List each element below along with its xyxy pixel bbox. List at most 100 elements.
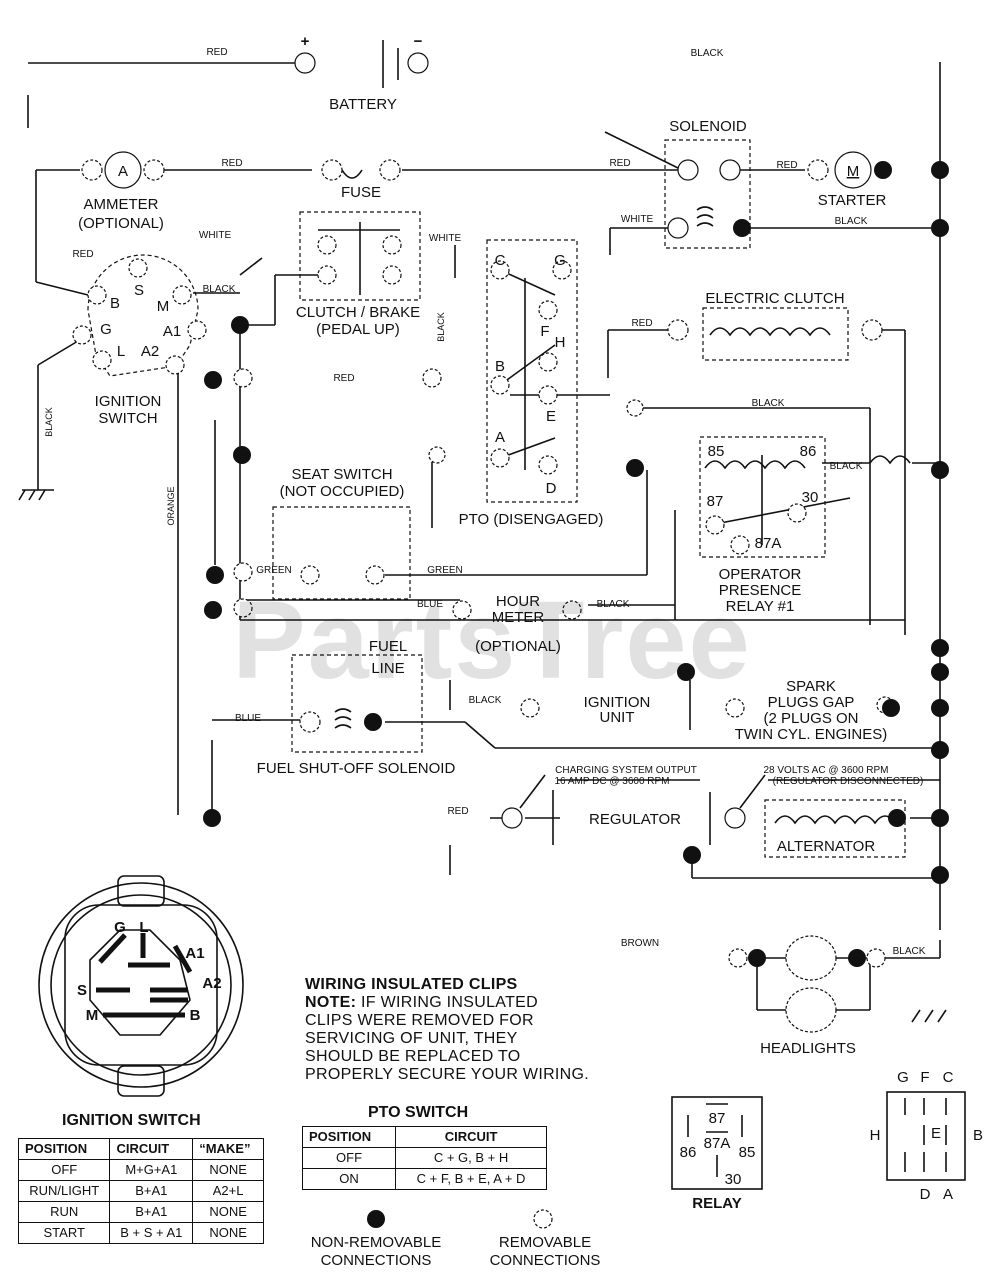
battery-label: BATTERY: [329, 96, 397, 113]
face-letter-b: B: [190, 1007, 201, 1024]
ign-terminal-b: B: [110, 295, 120, 312]
operator-relay-label-1: OPERATOR: [719, 566, 802, 583]
charging-output-label-2: 16 AMP DC @ 3600 RPM: [554, 776, 669, 787]
wiring-note: WIRING INSULATED CLIPS NOTE: IF WIRING I…: [305, 976, 635, 1084]
table-row: RUN/LIGHT B+A1 A2+L: [17, 1180, 264, 1202]
table-row: OFF M+G+A1 NONE: [17, 1159, 264, 1181]
clutch-brake-label: CLUTCH / BRAKE: [296, 304, 420, 321]
wire-label-black: BLACK: [893, 946, 926, 957]
component-outlines: [272, 139, 906, 858]
ignition-switch-label-1: IGNITION: [95, 393, 162, 410]
spark-plugs-label-2: PLUGS GAP: [768, 694, 855, 711]
face-letter-a1: A1: [185, 945, 204, 962]
wire-color-labels: RED BLACK RED RED RED WHITE BLACK WHITE …: [44, 47, 926, 957]
pto-terminal-e: E: [546, 408, 556, 425]
wire-label-red: RED: [631, 318, 652, 329]
wire-label-red: RED: [333, 373, 354, 384]
note-line: SHOULD BE REPLACED TO: [305, 1048, 521, 1065]
pto-cell: OFF: [301, 1147, 397, 1169]
ign-terminal-l: L: [117, 343, 125, 360]
table-row: ON C + F, B + E, A + D: [301, 1168, 547, 1190]
ignition-switch-face: [38, 875, 244, 1097]
headlights-label: HEADLIGHTS: [760, 1040, 856, 1057]
face-letter-g: G: [114, 919, 126, 936]
relay-icon-labels: 87 86 87A 85 30 RELAY: [680, 1110, 756, 1212]
table-row: START B + S + A1 NONE: [17, 1222, 264, 1244]
electric-clutch-label: ELECTRIC CLUTCH: [705, 290, 844, 307]
fuel-solenoid-label: FUEL SHUT-OFF SOLENOID: [257, 760, 456, 777]
wire-label-black: BLACK: [830, 461, 863, 472]
wire-label-black: BLACK: [835, 216, 868, 227]
component-labels: BATTERY AMMETER (OPTIONAL) FUSE SOLENOID…: [78, 96, 923, 1057]
wire-label-black: BLACK: [752, 398, 785, 409]
ign-col-make: “MAKE”: [192, 1138, 264, 1160]
relay-icon: [671, 1096, 763, 1190]
wire-label-brown: BROWN: [621, 938, 659, 949]
wire-label-green: GREEN: [256, 565, 292, 576]
wire-label-black: BLACK: [597, 599, 630, 610]
ammeter-symbol: A: [118, 163, 128, 180]
relay-pin-87a: 87A: [704, 1135, 731, 1152]
pto-cell: C + F, B + E, A + D: [395, 1168, 547, 1190]
table-row: RUN B+A1 NONE: [17, 1201, 264, 1223]
ignition-switch: [72, 254, 207, 377]
pto-table-title: PTO SWITCH: [368, 1104, 469, 1121]
regulator-label: REGULATOR: [589, 811, 681, 828]
pto-terminal-a: A: [495, 429, 505, 446]
wire-label-white: WHITE: [429, 233, 462, 244]
relay-terminal-85: 85: [708, 443, 725, 460]
starter-label: STARTER: [818, 192, 887, 209]
face-letter-s: S: [77, 982, 87, 999]
pto-icon-labels: G F C H E B D A: [870, 1069, 983, 1203]
pto-switch-contacts: [499, 269, 851, 526]
relay-terminal-30: 30: [802, 489, 819, 506]
ign-cell: RUN/LIGHT: [17, 1180, 111, 1202]
removable-label-2: CONNECTIONS: [490, 1252, 601, 1269]
wire-label-red: RED: [447, 806, 468, 817]
wire-label-black-vertical: BLACK: [436, 312, 446, 342]
fuel-line-label-2: LINE: [371, 660, 404, 677]
ignition-unit-label-2: UNIT: [600, 709, 635, 726]
relay-pin-86: 86: [680, 1144, 697, 1161]
watermark: PartsTree: [232, 579, 751, 702]
note-title: WIRING INSULATED CLIPS: [305, 976, 518, 993]
ign-col-circuit: CIRCUIT: [109, 1138, 194, 1160]
ammeter-label: AMMETER: [84, 196, 159, 213]
fuel-line-label-1: FUEL: [369, 638, 407, 655]
ign-cell: NONE: [192, 1159, 264, 1181]
wire-label-black: BLACK: [469, 695, 502, 706]
pto-switch-icon: [886, 1091, 966, 1181]
pto-switch-table: POSITION CIRCUIT OFF C + G, B + H ON C +…: [301, 1126, 547, 1190]
pto-icon-g: G: [897, 1069, 909, 1086]
non-removable-terminals: [203, 161, 949, 967]
removable-terminals: [81, 52, 894, 1033]
ign-cell: NONE: [192, 1201, 264, 1223]
wire-label-green: GREEN: [427, 565, 463, 576]
wire-label-white: WHITE: [621, 214, 654, 225]
pto-icon-e: E: [931, 1125, 941, 1142]
removable-label-1: REMOVABLE: [499, 1234, 591, 1251]
pto-terminal-h: H: [555, 334, 566, 351]
pto-col-circuit: CIRCUIT: [395, 1126, 547, 1148]
ign-cell: M+G+A1: [109, 1159, 194, 1181]
starter-symbol: M: [847, 163, 860, 180]
note-line: IF WIRING INSULATED: [361, 994, 538, 1011]
relay-terminal-87: 87: [707, 493, 724, 510]
wire-label-blue: BLUE: [417, 599, 443, 610]
ign-terminal-a1: A1: [163, 323, 181, 340]
solenoid-label: SOLENOID: [669, 118, 747, 135]
non-removable-label-2: CONNECTIONS: [321, 1252, 432, 1269]
wire-label-red: RED: [221, 158, 242, 169]
ign-cell: NONE: [192, 1222, 264, 1244]
hour-meter-label-1: HOUR: [496, 593, 540, 610]
fuse-label: FUSE: [341, 184, 381, 201]
pto-terminal-f: F: [540, 323, 549, 340]
ign-col-position: POSITION: [17, 1138, 111, 1160]
pto-terminal-d: D: [546, 480, 557, 497]
pto-terminal-c: C: [495, 252, 506, 269]
wire-label-black: BLACK: [691, 48, 724, 59]
wire-label-red: RED: [72, 249, 93, 260]
pto-icon-d: D: [920, 1186, 931, 1203]
wire-label-blue: BLUE: [235, 713, 261, 724]
